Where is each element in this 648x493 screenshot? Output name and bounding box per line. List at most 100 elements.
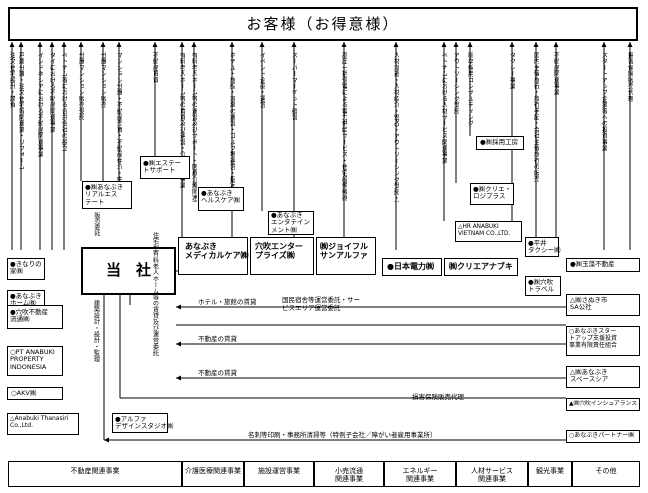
- company-enterprise-label: 穴吹エンター プライズ㈱: [255, 242, 303, 261]
- business-label-12: イベント企画・運営: [258, 52, 265, 108]
- company-alpha-design-label: ●アルファ デザインスタジオ㈱: [115, 415, 174, 431]
- label-card: 名刺等印刷・事務所清掃等（特例子会社／障がい者雇用事業所）: [248, 431, 437, 439]
- customer-arrowhead-8: [152, 42, 158, 47]
- customer-arrowhead-15: [393, 42, 399, 47]
- business-label-22: スタートアップ企業等への投資事業: [600, 52, 607, 152]
- business-label-16: ベトナムにおける人材サービス関連事業: [440, 52, 447, 164]
- label-insurance-line: 損害保険販売代理: [412, 393, 464, 401]
- company-spacia: △㈱あなぶき スペースシア: [566, 366, 640, 388]
- fudosan2-arrowhead: [176, 375, 181, 381]
- company-spacia-label: △㈱あなぶき スペースシア: [570, 368, 609, 384]
- footer-segment-4: エネルギー 関連事業: [384, 461, 456, 487]
- customer-arrowhead-5: [78, 42, 84, 47]
- customer-arrowhead-13: [291, 42, 297, 47]
- company-thanasiri: △Anabuki Thanasiri Co.,Ltd.: [7, 413, 79, 435]
- footer-label-7: その他: [595, 467, 617, 475]
- footer-segment-0: 不動産関連事業: [8, 461, 182, 487]
- company-joyful: ㈱ジョイフル サンアルファ: [316, 237, 376, 275]
- company-startup: ○あなぶきスター トアップ支援投資 事業有限責任組合: [566, 326, 640, 356]
- label-fudosan2: 不動産の賃貸: [198, 369, 237, 377]
- company-akv: ○AKV㈱: [7, 387, 63, 400]
- customers-box: お客様（お得意様）: [8, 7, 638, 41]
- customer-arrowhead-3: [49, 42, 55, 47]
- business-label-13: スーパーマーケット経営: [290, 52, 297, 121]
- business-label-14: 高圧一括受電による電力供給サービス・住宅設備機器のリース等: [340, 52, 347, 202]
- label-hotel: ホテル・旅館の賃貸: [198, 298, 257, 306]
- company-travel: ●㈱穴吹 トラベル: [525, 276, 561, 296]
- company-ryutsu: ●穴吹不動産 流通㈱: [7, 305, 63, 329]
- customer-arrowhead-11: [229, 42, 235, 47]
- business-label-10: 有料老人ホーム等の運営及びサポート・医療介護関連事業所の企画運営: [190, 52, 197, 202]
- company-real-estate-label: ●㈱あなぶき リアルエス テート: [85, 183, 124, 206]
- company-logiplus-label: ●㈱クリエ・ ロジプラス: [473, 185, 512, 201]
- company-partner-label: ○あなぶきパートナー㈱: [569, 432, 635, 439]
- business-label-6: 分譲マンション販売: [99, 52, 106, 108]
- customer-arrowhead-14: [341, 42, 347, 47]
- company-medical: あなぶき メディカルケア㈱: [178, 237, 248, 275]
- company-create-label: ㈱クリエアナブキ: [449, 262, 513, 271]
- footer-label-3: 小売流通 関連事業: [335, 467, 363, 484]
- customer-arrowhead-20: [533, 42, 539, 47]
- company-sanuki: △㈱さぬき市 SA公社: [566, 294, 640, 316]
- company-kinari-label: ●きなりの 家㈱: [10, 260, 42, 276]
- company-create: ㈱クリエアナブキ: [444, 258, 518, 276]
- company-alpha-design: ●アルファ デザインスタジオ㈱: [112, 413, 173, 433]
- business-label-17: アウトソーシング受託: [452, 52, 459, 114]
- business-label-7: マンション分譲・不動産売買・不動産仲介・中古マンション買取再販・有料老人ホーム等…: [115, 52, 122, 202]
- company-hirai-taxi-label: ●平井 タクシー㈱: [528, 239, 561, 255]
- footer-label-0: 不動産関連事業: [70, 467, 120, 475]
- hq-label: 当 社: [105, 261, 151, 279]
- customer-arrowhead-9: [179, 42, 185, 47]
- footer-label-2: 施設運営事業: [258, 467, 300, 475]
- company-insurance-label: ▲㈱穴吹インシュアランス: [569, 401, 637, 407]
- customer-arrowhead-12: [259, 42, 265, 47]
- business-label-20: 国内主催旅行・旅行手配・会社主催旅行の販売: [532, 52, 539, 183]
- label-build: 建築設計・設計・監理: [92, 300, 100, 362]
- company-joyful-label: ㈱ジョイフル サンアルファ: [320, 242, 368, 261]
- customer-arrowhead-4: [61, 42, 67, 47]
- business-label-2: インドネシアにおける不動産関連事業: [36, 52, 43, 158]
- footer-segment-6: 観光事業: [528, 461, 572, 487]
- business-label-3: タイにおける不動産関連事業: [48, 52, 55, 133]
- business-label-8: 不動産賃貸: [151, 52, 158, 83]
- customer-arrowhead-17: [453, 42, 459, 47]
- footer-segment-3: 小売流通 関連事業: [314, 461, 384, 487]
- footer-segment-1: 介護医療関連事業: [182, 461, 244, 487]
- footer-label-6: 観光事業: [536, 467, 564, 475]
- label-hq-sales: 販売委託: [92, 212, 100, 236]
- company-partner: ○あなぶきパートナー㈱: [566, 430, 640, 443]
- business-label-18: 新卒採用コンサルティング: [466, 52, 473, 127]
- hq-box: 当 社: [81, 247, 176, 295]
- customer-arrowhead-23: [627, 42, 633, 47]
- label-fudosan1: 不動産の賃貸: [198, 335, 237, 343]
- company-thanasiri-label: △Anabuki Thanasiri Co.,Ltd.: [10, 415, 69, 429]
- footer-label-1: 介護医療関連事業: [185, 467, 241, 475]
- company-hr-vietnam: △HR ANABUKI VIETNAM CO.,LTD.: [455, 221, 522, 242]
- company-hirai-taxi: ●平井 タクシー㈱: [525, 237, 561, 257]
- company-real-estate: ●㈱あなぶき リアルエス テート: [82, 181, 132, 209]
- business-label-5: 分譲マンション販売受託: [77, 52, 84, 121]
- company-travel-label: ●㈱穴吹 トラベル: [528, 278, 554, 294]
- footer-segment-5: 人材サービス 関連事業: [456, 461, 528, 487]
- label-hq-rent: 住宅型有料老人ホーム等の賃貸及び運営委託: [151, 232, 159, 356]
- customer-arrowhead-16: [441, 42, 447, 47]
- company-saiyo-kobo: ●㈱採用工房: [476, 136, 524, 150]
- business-label-19: タクシー事業: [508, 52, 515, 90]
- footer-label-5: 人材サービス 関連事業: [471, 467, 513, 484]
- business-label-15: 人材派遣・人材紹介・BPO・アウトソーシング受託・就職支援・研修・コンサルティン…: [392, 52, 399, 202]
- company-pt-indonesia-label: ○PT ANABUKI PROPERTY INDONESIA: [10, 348, 55, 371]
- customer-arrowhead-1: [18, 42, 24, 47]
- hotel-arrowhead: [176, 304, 181, 310]
- company-saiyo-kobo-label: ●㈱採用工房: [480, 138, 519, 146]
- company-entertainment: ●あなぶき エンタテイン メント㈱: [268, 211, 314, 235]
- company-healthcare: ●あなぶき ヘルスケア㈱: [198, 187, 244, 211]
- footer-segment-2: 施設運営事業: [244, 461, 314, 487]
- footer-label-4: エネルギー 関連事業: [402, 467, 438, 484]
- company-healthcare-label: ●あなぶき ヘルスケア㈱: [201, 189, 240, 205]
- customer-arrowhead-22: [601, 42, 607, 47]
- customer-arrowhead-2: [37, 42, 43, 47]
- label-assoc: 国民宿舎等運営委託・サービスエリア運営委託: [282, 296, 360, 312]
- company-pt-indonesia: ○PT ANABUKI PROPERTY INDONESIA: [7, 346, 63, 376]
- company-kinari: ●きなりの 家㈱: [7, 258, 45, 280]
- customer-arrowhead-6: [100, 42, 106, 47]
